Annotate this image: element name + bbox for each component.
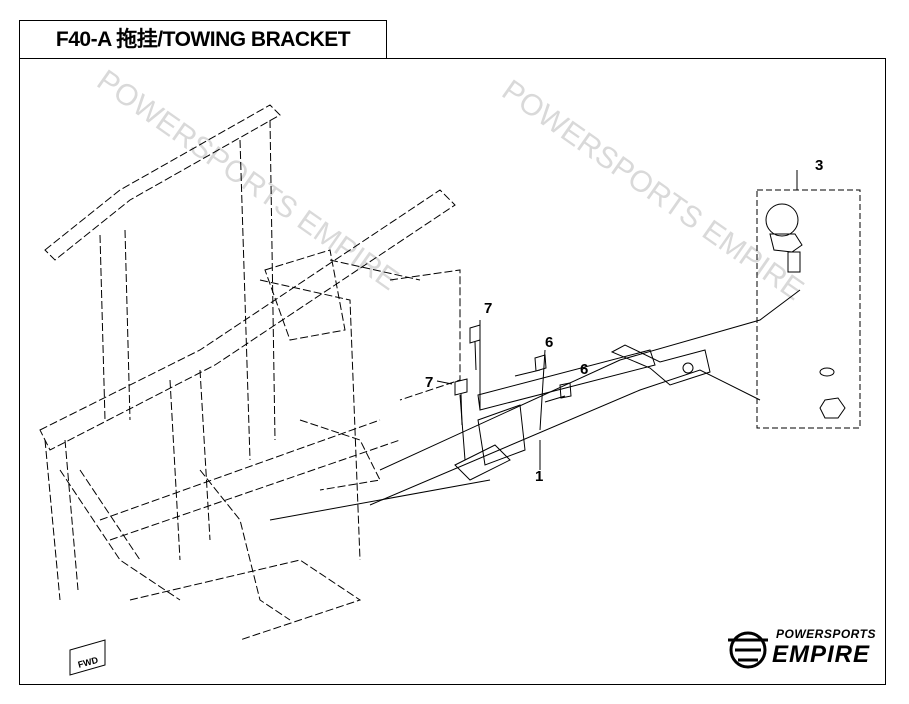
title-box: F40-A 拖挂/TOWING BRACKET xyxy=(19,20,387,59)
logo-empire: EMPIRE xyxy=(772,641,871,668)
callout-1: 1 xyxy=(535,468,543,485)
callout-3: 3 xyxy=(815,157,823,174)
page-title: F40-A 拖挂/TOWING BRACKET xyxy=(55,28,351,51)
callout-6a: 6 xyxy=(545,334,553,351)
logo-powersports: POWERSPORTS xyxy=(776,627,876,641)
callout-7b: 7 xyxy=(425,374,433,391)
hitch-ball-group-box xyxy=(756,189,861,429)
fwd-arrow-icon: FWD xyxy=(69,639,106,676)
callout-7a: 7 xyxy=(484,300,492,317)
atv-frame xyxy=(39,104,461,641)
towing-bracket-part xyxy=(454,344,711,481)
hitch-ball xyxy=(765,203,803,273)
callout-6b: 6 xyxy=(580,361,588,378)
empire-logo-icon xyxy=(728,631,768,669)
bolts xyxy=(454,324,572,426)
washer-nut xyxy=(819,367,846,419)
diagram-frame xyxy=(19,58,886,685)
